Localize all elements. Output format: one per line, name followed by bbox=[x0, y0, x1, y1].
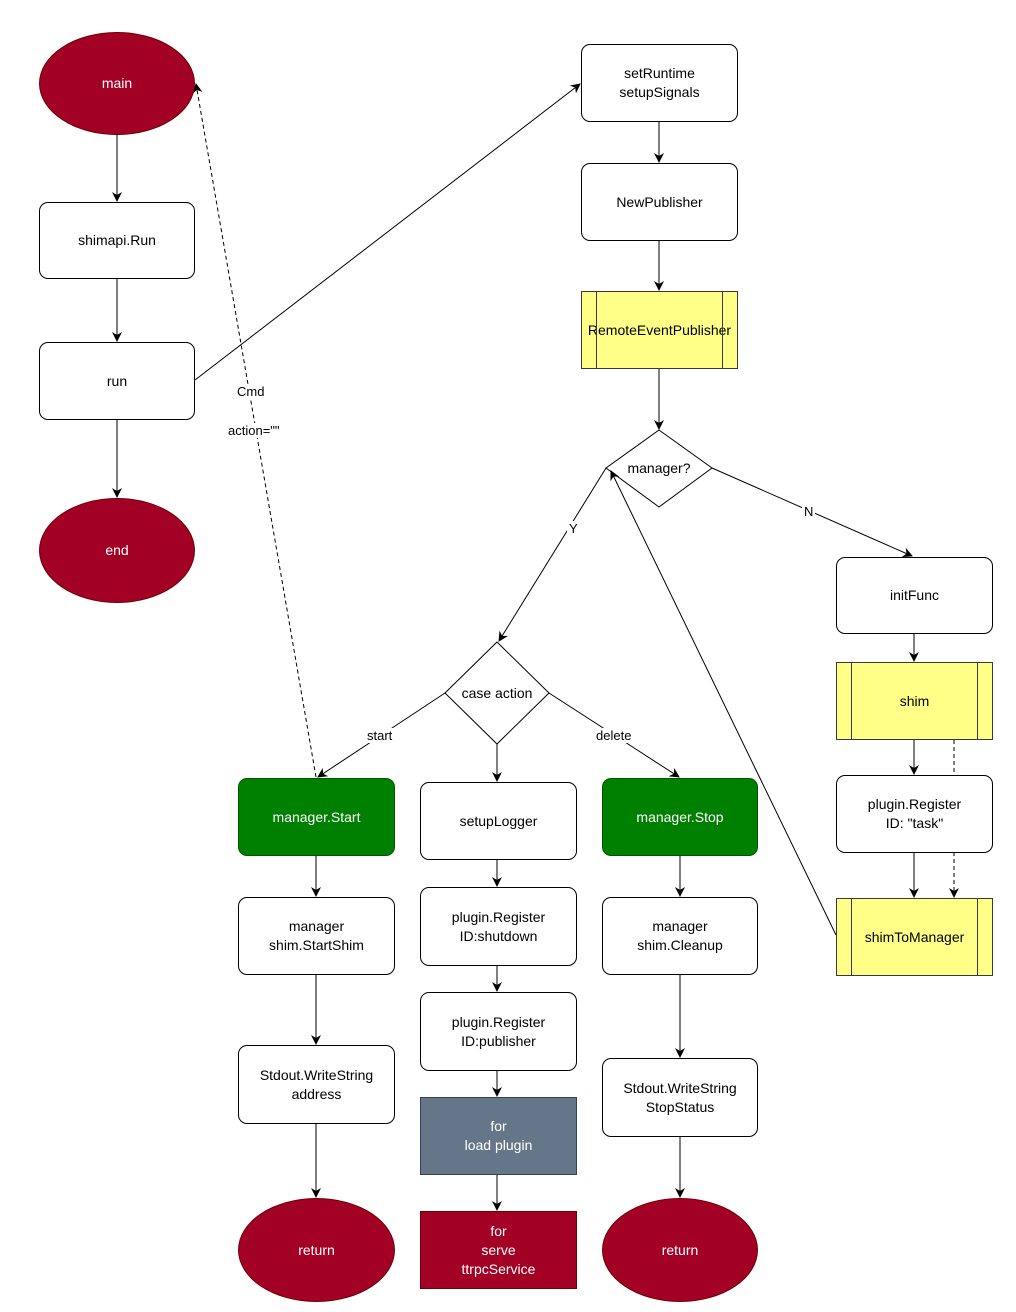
node-manager-start: manager.Start bbox=[238, 778, 395, 856]
node-init-func: initFunc bbox=[836, 557, 993, 634]
node-start-shim: manager shim.StartShim bbox=[238, 897, 395, 975]
node-set-runtime: setRuntime setupSignals bbox=[581, 44, 738, 122]
node-remote-event-publisher: RemoteEventPublisher bbox=[581, 291, 738, 369]
node-plugin-register-task: plugin.Register ID: "task" bbox=[836, 775, 993, 853]
node-shim: shim bbox=[836, 662, 993, 740]
node-manager-stop: manager.Stop bbox=[602, 778, 758, 856]
edge-run-to-set-runtime bbox=[194, 83, 581, 381]
node-shim-to-manager: shimToManager bbox=[836, 898, 993, 976]
edge-label-action: action="" bbox=[226, 423, 282, 438]
edge-shim-to-manager-back-to-decision bbox=[610, 470, 837, 936]
node-load-plugin: for load plugin bbox=[420, 1097, 577, 1175]
node-write-stop-status: Stdout.WriteString StopStatus bbox=[602, 1058, 758, 1137]
edge-label-no: N bbox=[802, 504, 816, 519]
edge-label-cmd: Cmd bbox=[235, 384, 267, 399]
node-end: end bbox=[39, 498, 195, 603]
case-action-shape bbox=[444, 641, 550, 745]
node-run: run bbox=[39, 342, 195, 420]
node-serve-ttrpc: for serve ttrpcService bbox=[420, 1211, 577, 1289]
node-main: main bbox=[39, 32, 195, 135]
edge-manager-yes-to-case-action bbox=[498, 467, 607, 642]
node-cleanup: manager shim.Cleanup bbox=[602, 897, 758, 975]
node-setup-logger: setupLogger bbox=[420, 782, 577, 860]
node-new-publisher: NewPublisher bbox=[581, 163, 738, 241]
edge-label-start: start bbox=[365, 728, 395, 743]
edge-label-delete: delete bbox=[594, 728, 634, 743]
manager-decision-shape bbox=[605, 429, 713, 508]
node-register-shutdown: plugin.Register ID:shutdown bbox=[420, 887, 577, 966]
node-return-start: return bbox=[238, 1198, 395, 1302]
edge-label-yes: Y bbox=[567, 521, 580, 536]
node-register-publisher: plugin.Register ID:publisher bbox=[420, 992, 577, 1071]
node-shimapi-run: shimapi.Run bbox=[39, 202, 195, 279]
node-write-address: Stdout.WriteString address bbox=[238, 1045, 395, 1124]
node-return-delete: return bbox=[602, 1198, 758, 1302]
